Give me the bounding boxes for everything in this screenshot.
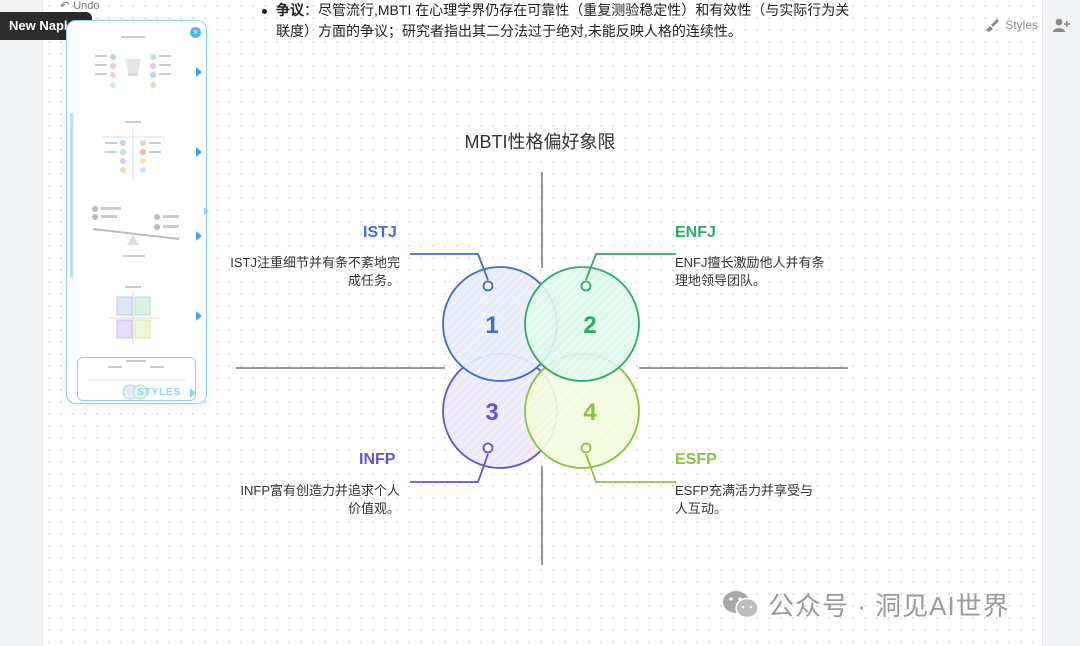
panel-pointer [204,207,210,215]
thumbnail-2-arrow-icon[interactable] [196,147,202,157]
visual-options-panel: × [66,20,207,404]
thumbnail-option-2[interactable] [81,117,185,187]
quadrant-desc-enfj: ENFJ擅长激励他人并有条理地领导团队。 [675,255,825,288]
quadrant-title-istj: ISTJ [363,224,397,241]
quadrant-hatch-esfp [525,354,639,468]
thumbnail-option-3[interactable] [81,201,185,271]
panel-scrollbar[interactable] [70,113,73,278]
bullet-dot [262,9,267,14]
leader-line-istj [410,253,489,281]
quadrant-title-esfp: ESFP [675,451,717,468]
leader-dot-esfp [580,442,592,454]
close-icon[interactable]: × [190,27,201,38]
thumbnail-option-1[interactable] [81,33,185,103]
add-user-icon[interactable] [1052,17,1070,33]
watermark-text: 公众号 · 洞见AI世界 [768,591,1010,621]
bullet-bold: 争议 [276,2,304,18]
thumbnail-option-5-selected[interactable]: STYLES [77,357,196,401]
styles-label: Styles [1005,18,1038,32]
thumbnail-1-arrow-icon[interactable] [196,67,202,77]
leader-line-infp [410,453,489,483]
undo-label: Undo [73,0,100,12]
undo-button[interactable]: ↶ Undo [60,0,100,12]
quadrant-desc-esfp: ESFP充满活力并享受与人互动。 [675,483,813,516]
quadrant-hatch-enfj [525,267,639,381]
quadrant-desc-istj: ISTJ注重细节并有条不紊地完成任务。 [230,255,400,288]
wechat-icon [723,590,759,618]
leader-line-esfp [585,453,676,483]
bullet-text[interactable]: 争议：尽管流行,MBTI 在心理学界仍存在可靠性（重复测验稳定性）和有效性（与实… [276,0,862,42]
thumbnail-4-arrow-icon[interactable] [196,311,202,321]
bullet-body: ：尽管流行,MBTI 在心理学界仍存在可靠性（重复测验稳定性）和有效性（与实际行… [276,2,850,39]
thumbnail-5-arrow-icon[interactable] [190,388,195,398]
leader-dot-enfj [580,280,592,292]
brush-icon [986,19,1000,32]
chart-title: MBTI性格偏好象限 [464,132,616,152]
quadrant-number-2: 2 [583,312,596,339]
quadrant-desc-infp: INFP富有创造力并追求个人价值观。 [240,483,400,516]
watermark: 公众号 · 洞见AI世界 [722,586,1010,623]
leader-dot-istj [482,280,494,292]
styles-tag: STYLES [137,387,181,398]
quadrant-outline-enfj [524,266,640,382]
thumbnail-3-arrow-icon[interactable] [196,231,202,241]
quadrant-hatch-istj [443,267,557,381]
bullet-paragraph: 争议：尽管流行,MBTI 在心理学界仍存在可靠性（重复测验稳定性）和有效性（与实… [262,0,862,42]
quadrant-number-3: 3 [485,399,498,426]
leader-dot-infp [482,442,494,454]
top-right-toolbar: Styles [984,17,1070,33]
leader-line-enfj [585,253,676,281]
thumbnail-option-4[interactable] [81,283,185,353]
quadrant-title-infp: INFP [359,451,396,468]
undo-icon: ↶ [60,0,70,12]
quadrant-hatch-infp [443,354,557,468]
quadrant-title-enfj: ENFJ [675,224,716,241]
quadrant-number-1: 1 [485,312,498,339]
quadrant-number-4: 4 [583,399,597,426]
styles-button[interactable]: Styles [984,18,1038,32]
